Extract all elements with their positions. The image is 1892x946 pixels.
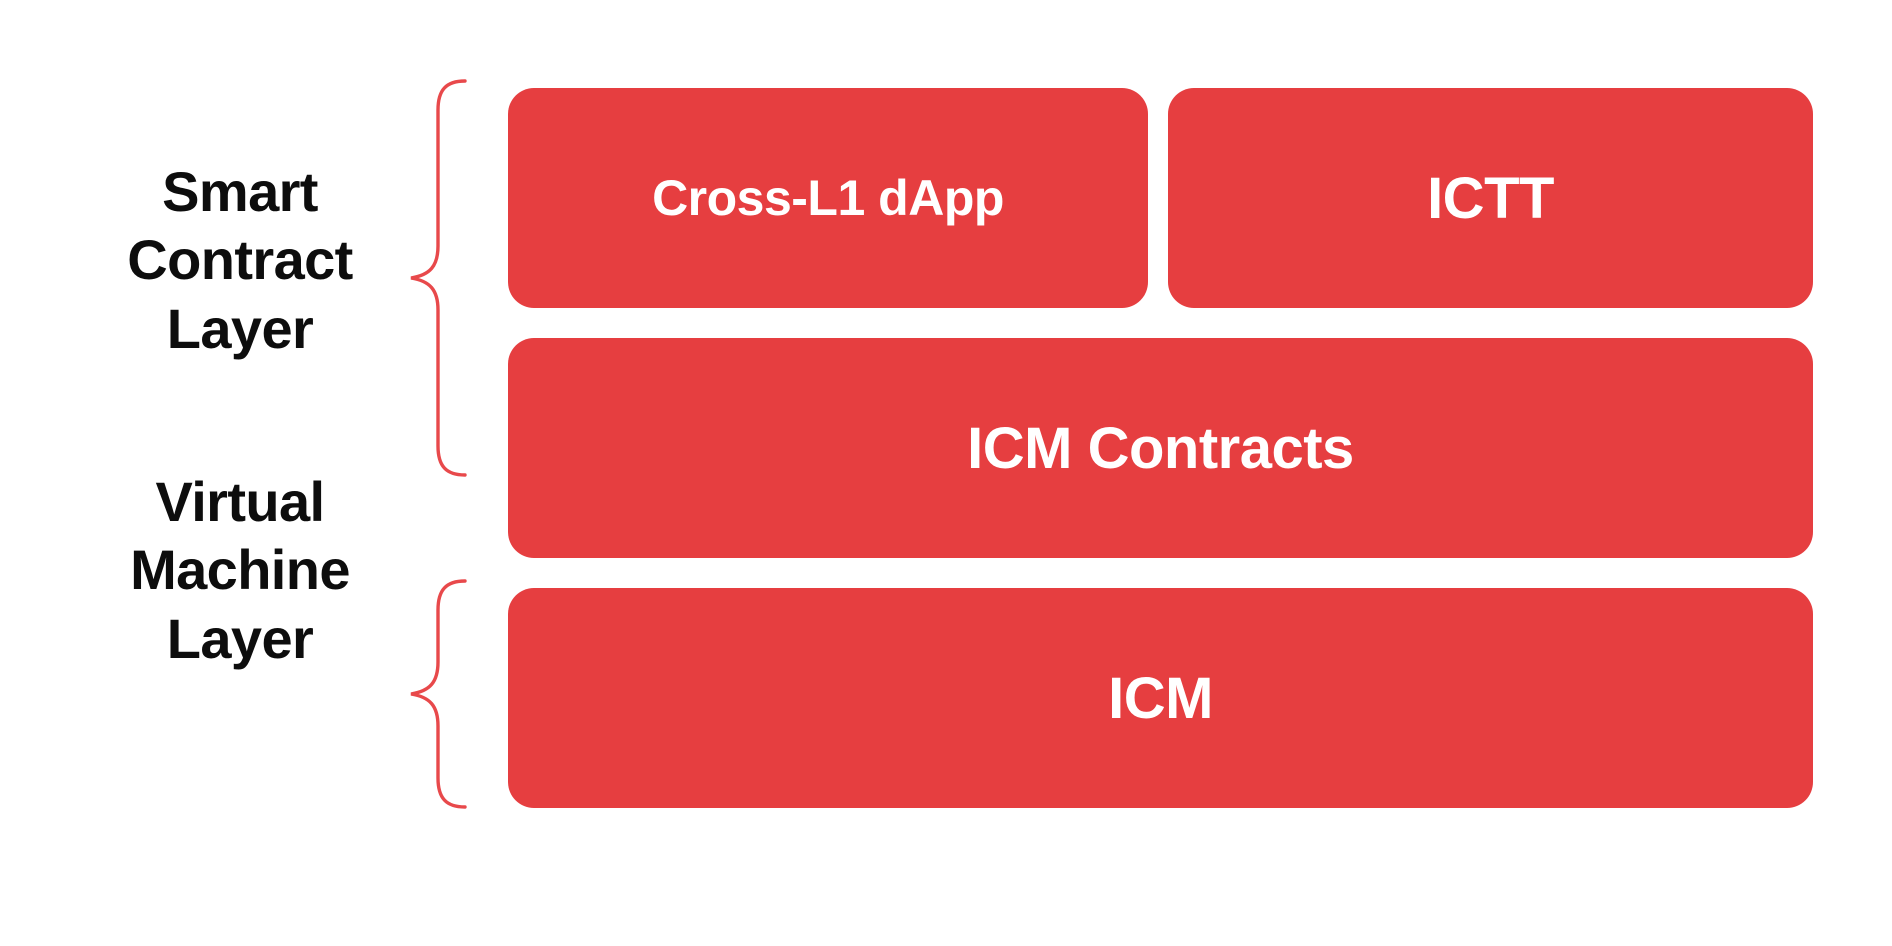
box-icm-contracts[interactable]: ICM Contracts (508, 338, 1813, 558)
curly-brace-smart-contract-icon (408, 78, 468, 478)
curly-brace-virtual-machine-icon (408, 578, 468, 810)
box-ictt-label: ICTT (1427, 165, 1554, 231)
box-icm-label: ICM (1108, 665, 1213, 731)
box-icm[interactable]: ICM (508, 588, 1813, 808)
box-cross-l1-dapp-label: Cross-L1 dApp (652, 170, 1004, 226)
box-icm-contracts-label: ICM Contracts (967, 415, 1354, 481)
layer-label-smart-contract: Smart Contract Layer (127, 160, 353, 360)
box-cross-l1-dapp[interactable]: Cross-L1 dApp (508, 88, 1148, 308)
box-ictt[interactable]: ICTT (1168, 88, 1813, 308)
layer-label-virtual-machine: Virtual Machine Layer (130, 470, 350, 670)
